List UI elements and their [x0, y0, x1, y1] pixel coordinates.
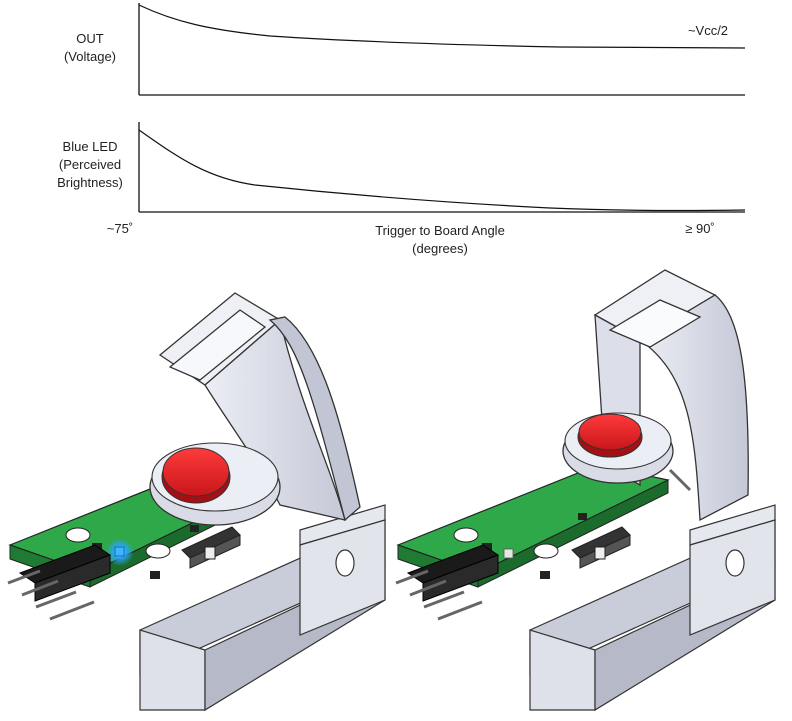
base-block-left: [139, 504, 386, 712]
sensor-assembly-triggered: [7, 292, 386, 712]
out-voltage-curve: [138, 4, 746, 49]
red-button-left: [161, 447, 231, 504]
x-axis-end-label: ≥ 90˚: [685, 221, 715, 236]
smd-component-left-3: [190, 525, 199, 532]
sensor-illustrations: [7, 269, 776, 712]
top-graph-title: OUT (Voltage): [40, 30, 140, 66]
x-axis-title-line1: Trigger to Board Angle: [375, 223, 505, 238]
top-graph: [138, 3, 746, 96]
top-graph-title-line1: OUT: [76, 31, 104, 46]
bottom-graph-title: Blue LED (Perceived Brightness): [40, 138, 140, 192]
sensor-assembly-released: [395, 269, 776, 712]
smd-component-right-3: [578, 513, 587, 520]
slide-switch-right: [571, 526, 631, 569]
slide-switch-left: [181, 526, 241, 569]
pcb-hole-left-a: [65, 527, 91, 543]
smd-component-right-1: [482, 543, 492, 551]
led-brightness-curve: [138, 129, 746, 212]
pcb-hole-left-b: [145, 543, 171, 559]
bottom-graph-title-line2: (Perceived: [58, 157, 122, 172]
pcb-hole-right-b: [533, 543, 559, 559]
trigger-arm-left: [158, 292, 361, 522]
top-graph-title-line2: (Voltage): [63, 49, 117, 64]
red-button-right: [577, 413, 643, 458]
bottom-graph-title-line1: Blue LED: [62, 139, 118, 154]
response-graphs: [138, 3, 746, 213]
x-axis-start-label: ~75˚: [106, 221, 134, 236]
x-axis-title: Trigger to Board Angle (degrees): [340, 222, 540, 258]
bottom-graph-title-line3: Brightness): [57, 175, 123, 190]
blue-led-off: [503, 548, 514, 559]
x-axis-title-line2: (degrees): [412, 241, 468, 256]
header-pins-right: [395, 544, 500, 621]
pcb-hole-right-a: [453, 527, 479, 543]
blue-led: [114, 546, 125, 557]
mount-hole-left: [335, 549, 355, 577]
base-block-right: [529, 504, 776, 712]
bottom-graph: [138, 122, 746, 213]
smd-component-left-2: [150, 571, 160, 579]
mount-hole-right: [725, 549, 745, 577]
vcc-annotation: ~Vcc/2: [687, 23, 729, 38]
smd-component-right-2: [540, 571, 550, 579]
header-pins-left: [7, 544, 112, 621]
